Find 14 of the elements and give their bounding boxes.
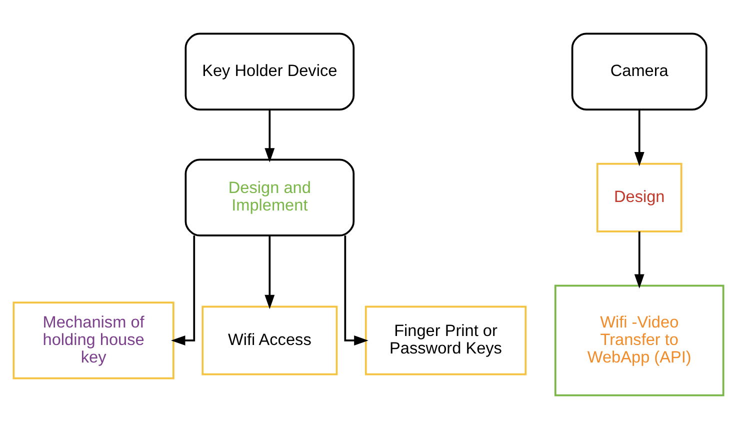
arrow <box>264 110 274 162</box>
arrow <box>170 236 195 346</box>
node-box: Wifi Access <box>201 306 338 376</box>
node-box: Design <box>596 162 682 232</box>
arrow <box>634 231 644 288</box>
node-box: Wifi -Video Transfer to WebApp (API) <box>554 284 724 396</box>
node-box: Camera <box>570 32 707 110</box>
node-box: Design and Implement <box>184 158 354 236</box>
arrow <box>344 236 368 346</box>
node-box: Finger Print or Password Keys <box>364 306 526 376</box>
arrow <box>634 110 644 166</box>
node-box: Mechanism of holding house key <box>12 302 174 380</box>
arrow <box>264 236 274 310</box>
node-box: Key Holder Device <box>184 32 354 110</box>
